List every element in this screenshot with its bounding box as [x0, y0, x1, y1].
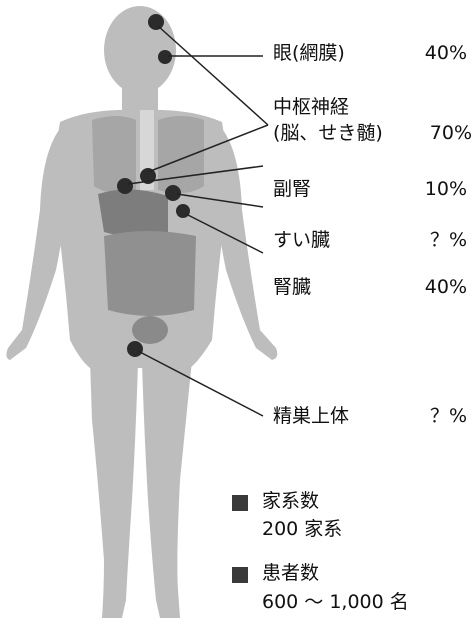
label-cns-line2: (脳、せき髄) — [273, 122, 383, 145]
label-epididymis: 精巣上体 — [273, 405, 349, 428]
legend-families-swatch — [232, 495, 248, 511]
percent-adrenal: 10% — [387, 178, 467, 201]
percent-pancreas: ？% — [387, 229, 467, 252]
lesion-adrenal — [117, 178, 133, 194]
lesion-pancreas — [165, 185, 181, 201]
liver — [98, 189, 168, 236]
legend-patients-label: 患者数 — [262, 562, 319, 585]
lesion-epididymis — [127, 341, 143, 357]
label-adrenal: 副腎 — [273, 178, 311, 201]
label-pancreas: すい臓 — [273, 229, 330, 252]
intestines — [104, 231, 196, 316]
label-kidney: 腎臓 — [273, 276, 311, 299]
legend-families-value: 200 家系 — [262, 518, 342, 541]
legend-families-label: 家系数 — [262, 490, 319, 513]
lesion-kidney — [176, 204, 190, 218]
percent-kidney: 40% — [387, 276, 467, 299]
percent-epididymis: ？% — [387, 405, 467, 428]
label-eye: 眼(網膜) — [273, 42, 345, 65]
bladder — [132, 316, 168, 344]
label-cns-line1: 中枢神経 — [273, 96, 349, 119]
lesion-eye — [158, 50, 172, 64]
lesion-brain — [148, 14, 164, 30]
percent-cns: 70% — [392, 122, 472, 145]
legend-patients-value: 600 ～ 1,000 名 — [262, 591, 409, 614]
legend-patients-swatch — [232, 567, 248, 583]
percent-eye: 40% — [387, 42, 467, 65]
